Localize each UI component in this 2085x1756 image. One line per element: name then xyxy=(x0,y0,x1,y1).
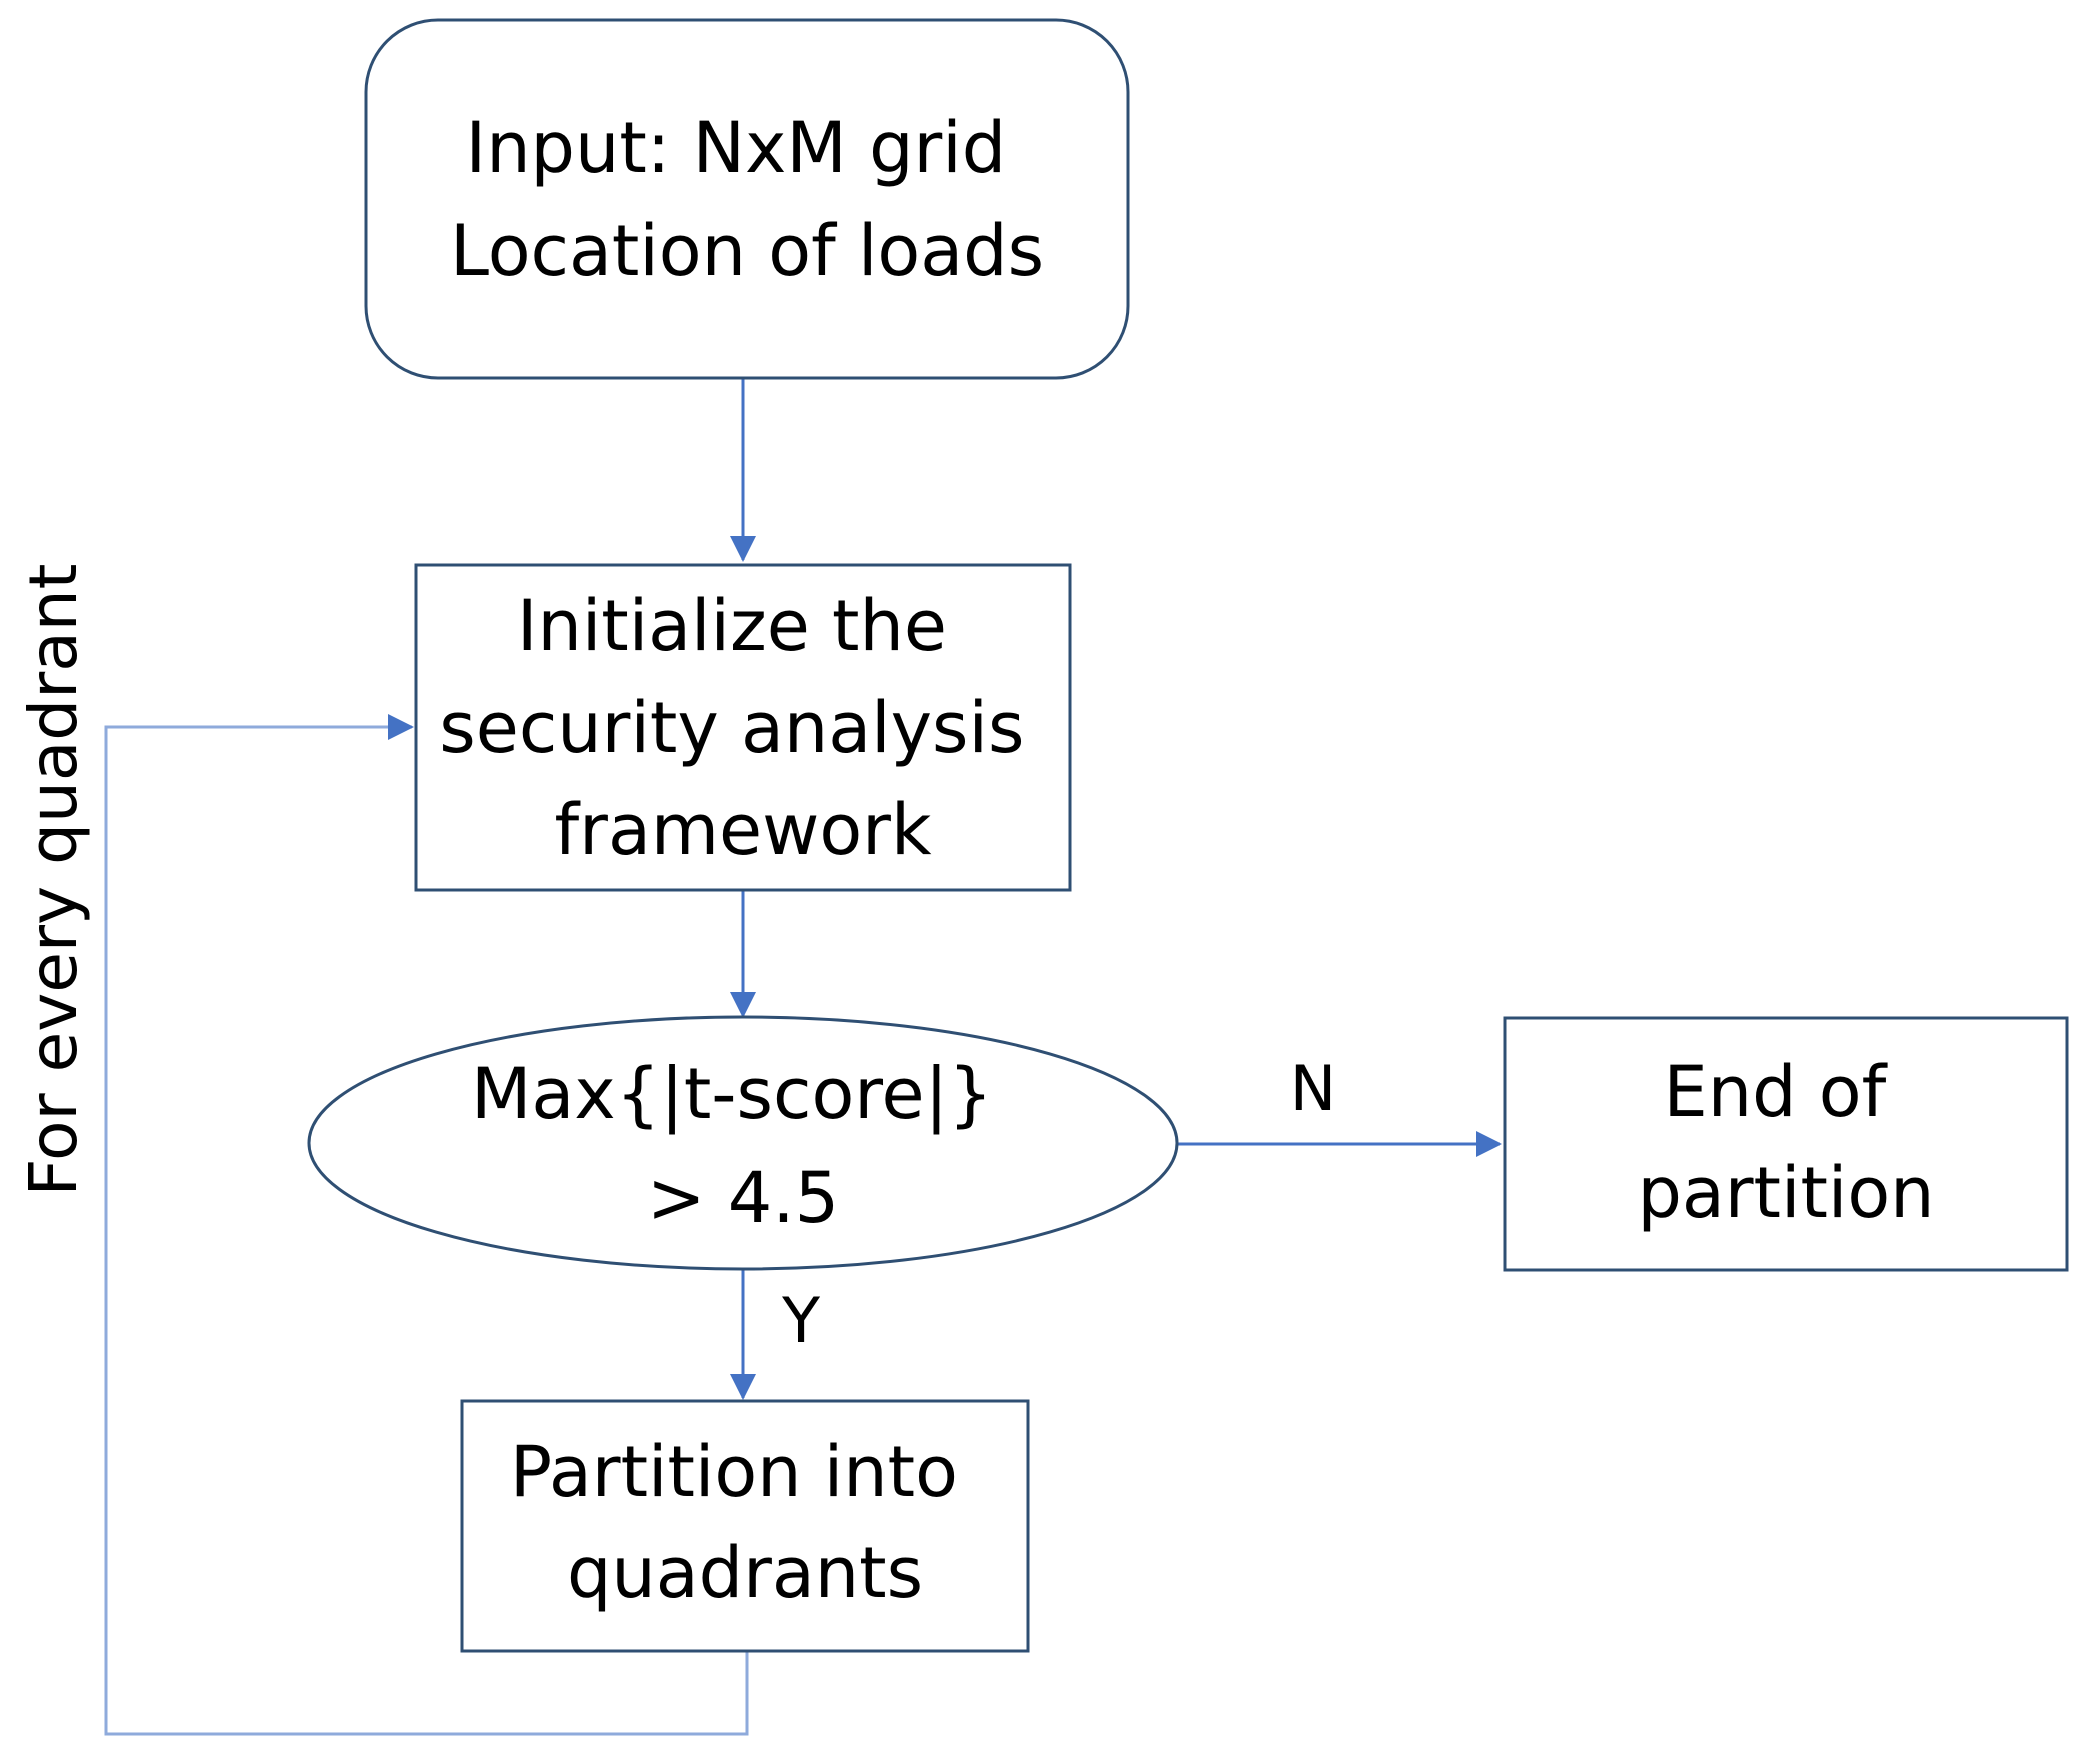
node-partition-line-1: Partition into xyxy=(510,1431,958,1513)
node-input-line-2: Location of loads xyxy=(450,210,1044,292)
node-initialize-shape xyxy=(414,563,1072,892)
node-input-line-1: Input: NxM grid xyxy=(466,107,1007,189)
connectors xyxy=(104,378,1502,1736)
node-end-label: End of partition xyxy=(1637,1051,1934,1234)
edge-label-no: N xyxy=(1290,1052,1336,1125)
node-end-shape xyxy=(1503,1016,2069,1272)
loop-label: For every quadrant xyxy=(15,564,92,1197)
node-decision-label: Max{|t-score|} > 4.5 xyxy=(471,1053,1015,1239)
edge-label-yes: Y xyxy=(781,1284,820,1357)
node-decision-line-1: Max{|t-score|} xyxy=(471,1053,993,1135)
node-decision: Max{|t-score|} > 4.5 xyxy=(307,1015,1179,1271)
node-end-line-2: partition xyxy=(1637,1152,1934,1234)
node-input-label: Input: NxM grid Location of loads xyxy=(450,107,1044,292)
node-initialize: Initialize the security analysis framewo… xyxy=(414,563,1072,892)
node-decision-shape xyxy=(307,1015,1179,1271)
node-decision-line-2: > 4.5 xyxy=(647,1157,839,1239)
node-partition-line-2: quadrants xyxy=(567,1532,923,1614)
node-end-line-1: End of xyxy=(1663,1051,1887,1133)
node-input: Input: NxM grid Location of loads xyxy=(364,18,1130,380)
node-end: End of partition xyxy=(1503,1016,2069,1272)
node-initialize-line-2: security analysis xyxy=(439,687,1024,769)
node-partition-label: Partition into quadrants xyxy=(510,1431,980,1614)
loop-connector xyxy=(104,714,749,1736)
node-initialize-line-1: Initialize the xyxy=(517,585,947,667)
node-partition: Partition into quadrants xyxy=(460,1399,1030,1653)
node-initialize-line-3: framework xyxy=(555,789,932,871)
node-input-shape xyxy=(364,18,1130,380)
node-partition-shape xyxy=(460,1399,1030,1653)
node-initialize-label: Initialize the security analysis framewo… xyxy=(439,585,1046,871)
